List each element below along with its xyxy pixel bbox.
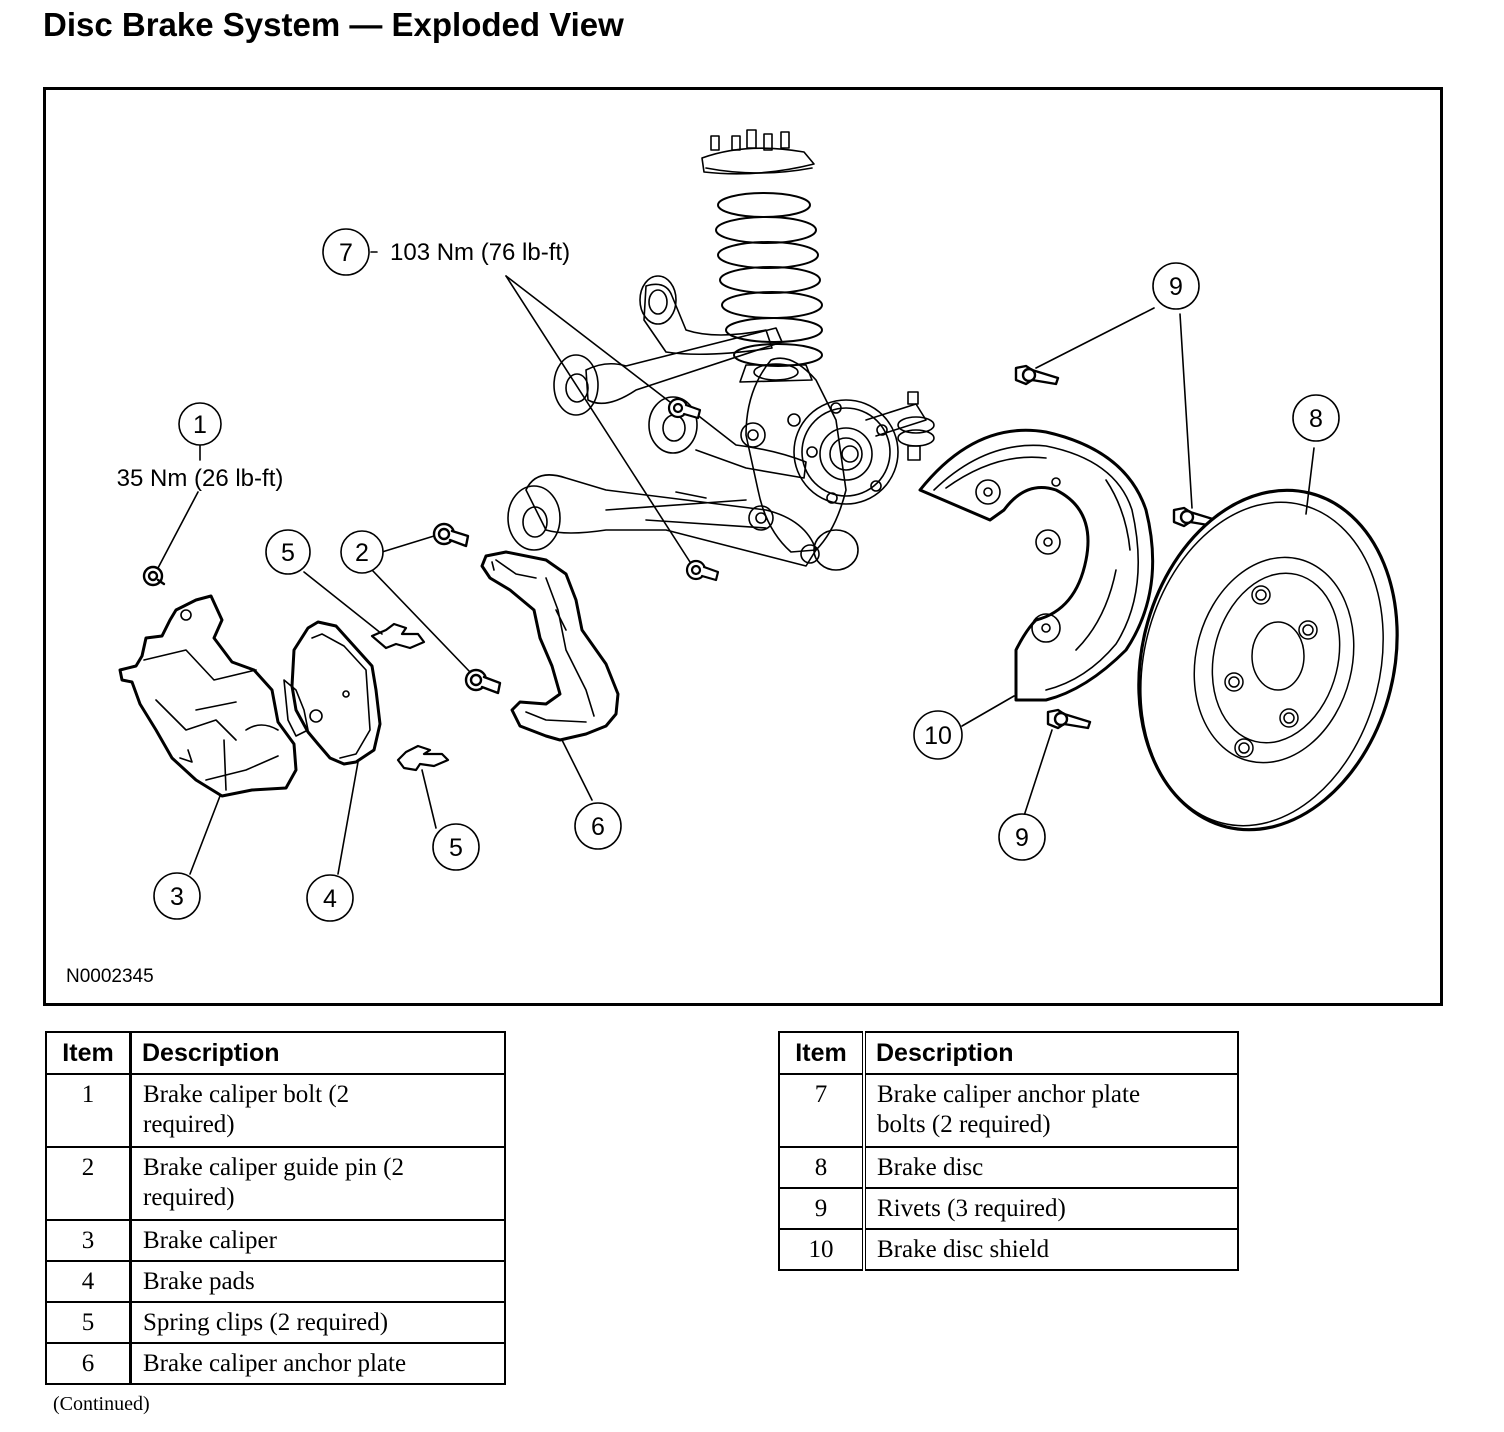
torque-spec-7: 103 Nm (76 lb-ft) (390, 239, 570, 266)
table-row: 9 Rivets (3 required) (778, 1187, 1239, 1230)
column-header-description: Description (863, 1031, 1239, 1075)
lower-control-arm (525, 474, 817, 567)
caliper-bolt (142, 565, 166, 587)
item-description: Rivets (3 required) (863, 1187, 1239, 1230)
steering-knuckle (745, 357, 847, 553)
anchor-plate-bolt-upper (667, 397, 702, 420)
svg-text:2: 2 (355, 539, 369, 567)
table-row: 1 Brake caliper bolt (2 required) (45, 1073, 506, 1148)
callout-6: 6 (574, 802, 622, 850)
svg-text:6: 6 (591, 813, 605, 841)
table-row: 5 Spring clips (2 required) (45, 1301, 506, 1344)
item-description: Brake caliper anchor plate (129, 1342, 506, 1385)
rivet-bottom (1046, 708, 1092, 730)
diagram-frame: 1 35 Nm (26 lb-ft) 2 3 4 5 5 6 7 (43, 87, 1443, 1006)
continued-note: (Continued) (53, 1393, 150, 1415)
item-number: 1 (45, 1073, 132, 1148)
callout-8: 8 (1292, 394, 1340, 442)
item-description: Brake caliper (129, 1219, 506, 1262)
callout-5-lower: 5 (432, 823, 480, 871)
item-number: 2 (45, 1146, 132, 1221)
exploded-view-diagram: 1 35 Nm (26 lb-ft) 2 3 4 5 5 6 7 (66, 129, 1399, 987)
svg-text:5: 5 (449, 834, 463, 862)
callout-4: 4 (306, 874, 354, 922)
spring-clip-upper (370, 622, 426, 650)
item-description: Brake caliper guide pin (2 required) (129, 1146, 506, 1221)
table-header-row: Item Description (778, 1031, 1239, 1075)
item-description: Spring clips (2 required) (129, 1301, 506, 1344)
callout-2: 2 (340, 530, 384, 574)
table-row: 2 Brake caliper guide pin (2 required) (45, 1146, 506, 1221)
callout-9-bottom: 9 (998, 813, 1046, 861)
brake-caliper (118, 594, 298, 798)
svg-text:1: 1 (193, 411, 207, 439)
callout-9-top: 9 (1152, 262, 1200, 310)
column-header-description: Description (129, 1031, 506, 1075)
svg-text:9: 9 (1015, 824, 1029, 852)
column-header-item: Item (45, 1031, 132, 1075)
svg-text:10: 10 (924, 722, 952, 750)
brake-pads (283, 620, 382, 766)
torque-spec-1: 35 Nm (26 lb-ft) (117, 465, 284, 492)
callout-5-upper: 5 (265, 529, 311, 575)
item-number: 8 (778, 1146, 866, 1189)
table-row: 7 Brake caliper anchor plate bolts (2 re… (778, 1073, 1239, 1148)
wheel-hub (793, 399, 899, 505)
table-row: 6 Brake caliper anchor plate (45, 1342, 506, 1385)
column-header-item: Item (778, 1031, 866, 1075)
suspension-assembly (507, 129, 935, 571)
brake-disc-shield (918, 428, 1155, 702)
page-title: Disc Brake System — Exploded View (43, 6, 624, 43)
anchor-plate-bolt-lower (685, 559, 720, 582)
callout-1: 1 35 Nm (26 lb-ft) (117, 402, 284, 492)
svg-text:3: 3 (170, 883, 184, 911)
svg-text:8: 8 (1309, 405, 1323, 433)
spring-clip-lower (396, 744, 450, 772)
item-number: 5 (45, 1301, 132, 1344)
item-number: 4 (45, 1260, 132, 1303)
item-description: Brake disc (863, 1146, 1239, 1189)
rivet-right (1172, 506, 1218, 528)
leader-lines (157, 251, 1315, 875)
strut-top-mount (701, 147, 815, 175)
item-number: 7 (778, 1073, 866, 1148)
item-number: 10 (778, 1228, 866, 1271)
table-row: 8 Brake disc (778, 1146, 1239, 1189)
callout-7: 7 103 Nm (76 lb-ft) (322, 228, 570, 276)
figure-id: N0002345 (66, 966, 154, 987)
rivet-top (1014, 364, 1060, 386)
guide-pin-upper (432, 522, 470, 548)
svg-text:9: 9 (1169, 273, 1183, 301)
table-row: 3 Brake caliper (45, 1219, 506, 1262)
parts-table-right: Item Description 7 Brake caliper anchor … (778, 1031, 1239, 1271)
strut-mount-studs (710, 129, 790, 151)
item-description: Brake caliper anchor plate bolts (2 requ… (863, 1073, 1239, 1148)
item-description: Brake caliper bolt (2 required) (129, 1073, 506, 1148)
svg-text:7: 7 (339, 239, 353, 267)
table-header-row: Item Description (45, 1031, 506, 1075)
caliper-anchor-plate (480, 550, 620, 742)
parts-table-left: Item Description 1 Brake caliper bolt (2… (45, 1031, 506, 1385)
callout-10: 10 (913, 710, 963, 760)
item-number: 9 (778, 1187, 866, 1230)
brake-disc (1137, 488, 1399, 832)
item-description: Brake disc shield (863, 1228, 1239, 1271)
svg-text:5: 5 (281, 539, 295, 567)
callout-3: 3 (153, 872, 201, 920)
item-number: 3 (45, 1219, 132, 1262)
item-number: 6 (45, 1342, 132, 1385)
item-description: Brake pads (129, 1260, 506, 1303)
table-row: 10 Brake disc shield (778, 1228, 1239, 1271)
upper-control-arm (643, 283, 773, 356)
table-row: 4 Brake pads (45, 1260, 506, 1303)
svg-text:4: 4 (323, 885, 337, 913)
guide-pin-lower (464, 668, 502, 695)
